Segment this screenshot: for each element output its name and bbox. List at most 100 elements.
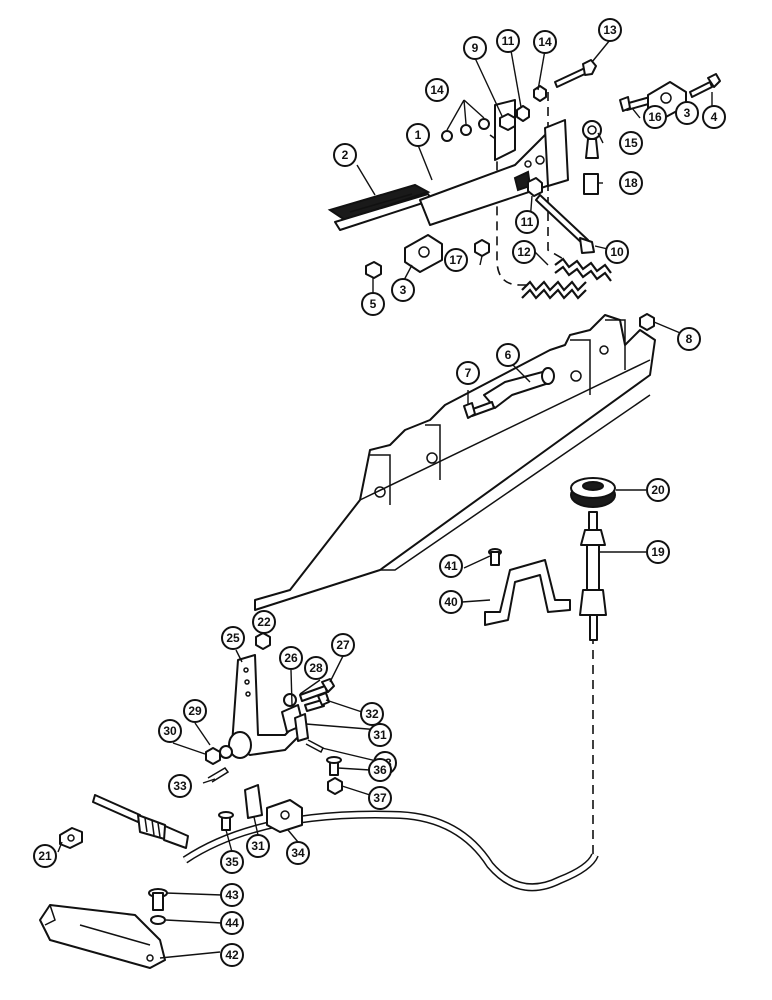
svg-text:14: 14 xyxy=(430,83,444,97)
mounting-clamp xyxy=(484,559,571,626)
callout-35: 35 xyxy=(220,850,244,874)
bolt xyxy=(488,548,502,566)
svg-text:5: 5 xyxy=(370,297,377,311)
callout-13: 13 xyxy=(598,18,622,42)
callout-32: 32 xyxy=(360,702,384,726)
cotter-pin xyxy=(207,767,230,783)
callout-43: 43 xyxy=(220,883,244,907)
callout-2: 2 xyxy=(333,143,357,167)
hex-nut xyxy=(205,747,221,765)
svg-text:4: 4 xyxy=(711,110,718,124)
washer xyxy=(283,693,297,707)
hex-nut xyxy=(527,177,543,197)
hex-nut xyxy=(327,777,343,795)
callout-3: 3 xyxy=(675,101,699,125)
svg-text:9: 9 xyxy=(472,41,479,55)
link-plate xyxy=(244,713,309,819)
svg-text:43: 43 xyxy=(225,888,239,902)
svg-text:1: 1 xyxy=(415,128,422,142)
callout-29: 29 xyxy=(183,699,207,723)
leader-lines xyxy=(57,39,713,959)
return-spring xyxy=(521,280,587,300)
callout-31: 31 xyxy=(368,723,392,747)
svg-text:41: 41 xyxy=(444,559,458,573)
bolt xyxy=(689,73,721,98)
mounting-frame xyxy=(254,314,656,611)
svg-text:34: 34 xyxy=(291,846,305,860)
washer xyxy=(219,745,233,759)
coupler-nut xyxy=(583,173,599,195)
callout-7: 7 xyxy=(456,361,480,385)
bolt xyxy=(299,678,335,702)
callout-18: 18 xyxy=(619,171,643,195)
callout-22: 22 xyxy=(252,610,276,634)
svg-text:12: 12 xyxy=(517,245,531,259)
rod-end xyxy=(582,120,602,159)
callout-6: 6 xyxy=(496,343,520,367)
svg-text:42: 42 xyxy=(225,948,239,962)
svg-text:11: 11 xyxy=(521,215,534,229)
callout-16: 16 xyxy=(643,105,667,129)
svg-text:17: 17 xyxy=(449,253,463,267)
bolt xyxy=(218,811,234,831)
svg-text:3: 3 xyxy=(684,106,691,120)
cable-end-fitting xyxy=(92,794,189,849)
svg-text:37: 37 xyxy=(373,791,387,805)
callout-19: 19 xyxy=(646,540,670,564)
pedal-arm xyxy=(419,99,569,226)
svg-text:3: 3 xyxy=(400,283,407,297)
svg-text:44: 44 xyxy=(225,916,239,930)
svg-text:28: 28 xyxy=(309,661,323,675)
cotter-pin xyxy=(305,739,324,754)
callout-21: 21 xyxy=(33,844,57,868)
callout-14: 14 xyxy=(425,78,449,102)
svg-text:20: 20 xyxy=(651,483,665,497)
svg-text:7: 7 xyxy=(465,366,472,380)
washer xyxy=(150,915,166,925)
callout-42: 42 xyxy=(220,943,244,967)
hex-nut xyxy=(533,85,547,102)
hex-nut xyxy=(255,632,271,650)
bolt xyxy=(148,888,168,911)
hex-nut xyxy=(499,113,516,131)
callout-40: 40 xyxy=(439,590,463,614)
pedal-pad xyxy=(327,183,433,231)
svg-text:16: 16 xyxy=(648,110,662,124)
svg-text:27: 27 xyxy=(336,638,350,652)
svg-text:30: 30 xyxy=(163,724,177,738)
return-spring xyxy=(554,257,612,282)
callout-15: 15 xyxy=(619,131,643,155)
hex-nut xyxy=(474,239,490,257)
svg-text:13: 13 xyxy=(603,23,617,37)
bolt xyxy=(535,194,595,254)
callout-31: 31 xyxy=(246,834,270,858)
callout-36: 36 xyxy=(368,758,392,782)
svg-text:10: 10 xyxy=(610,245,624,259)
callout-25: 25 xyxy=(221,626,245,650)
clamp-block xyxy=(266,799,303,833)
svg-text:25: 25 xyxy=(226,631,240,645)
svg-text:21: 21 xyxy=(38,849,52,863)
callout-41: 41 xyxy=(439,554,463,578)
callout-8: 8 xyxy=(677,327,701,351)
callout-12: 12 xyxy=(512,240,536,264)
svg-text:40: 40 xyxy=(444,595,458,609)
bolt xyxy=(554,59,597,88)
cable-sheath xyxy=(182,810,599,892)
svg-text:14: 14 xyxy=(538,35,552,49)
callout-5: 5 xyxy=(361,292,385,316)
pivot-shaft xyxy=(483,367,555,409)
cover-plate xyxy=(39,904,166,969)
callout-27: 27 xyxy=(331,633,355,657)
svg-text:8: 8 xyxy=(686,332,693,346)
callout-1: 1 xyxy=(406,123,430,147)
callout-10: 10 xyxy=(605,240,629,264)
callout-4: 4 xyxy=(702,105,726,129)
svg-text:31: 31 xyxy=(251,839,265,853)
svg-text:32: 32 xyxy=(365,707,379,721)
svg-text:36: 36 xyxy=(373,763,387,777)
svg-text:2: 2 xyxy=(342,148,349,162)
hex-nut xyxy=(516,105,530,122)
callout-3: 3 xyxy=(391,278,415,302)
